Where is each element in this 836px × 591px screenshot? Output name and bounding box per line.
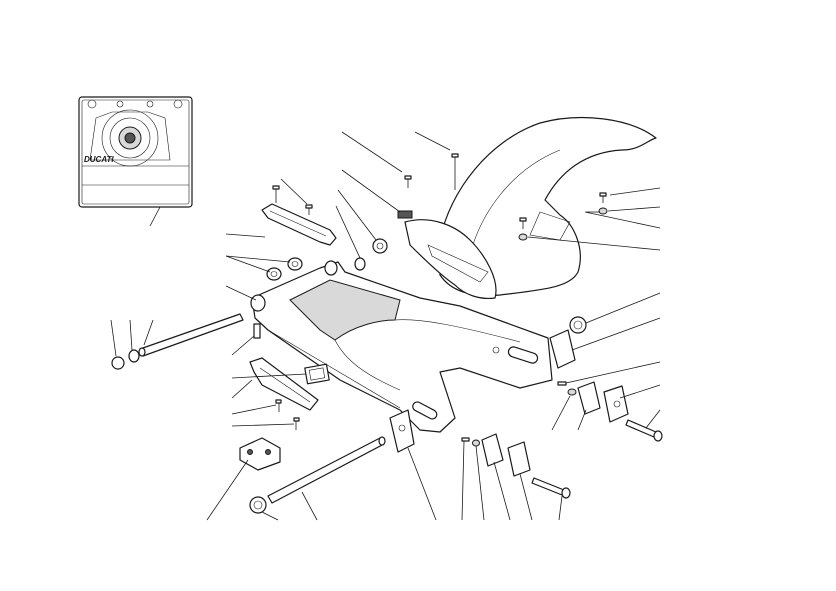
pivot-shaft xyxy=(138,313,244,357)
rear-axle xyxy=(267,436,386,504)
cap-icon xyxy=(111,356,125,370)
grommet-icon xyxy=(372,238,388,254)
pad-icon xyxy=(304,363,330,385)
sprocket-icon xyxy=(89,109,171,167)
screw-icon xyxy=(461,437,470,442)
washer-icon xyxy=(518,233,528,241)
adjuster-block xyxy=(603,385,629,423)
nut-icon xyxy=(249,496,267,514)
screw-icon xyxy=(451,153,459,190)
bracket-plate xyxy=(549,329,576,369)
screw-icon xyxy=(404,175,412,188)
adjuster-block xyxy=(507,441,531,477)
rear-mudguard xyxy=(397,116,657,300)
screw-icon xyxy=(557,381,567,386)
washer-icon xyxy=(472,439,480,447)
adjuster-block xyxy=(577,381,601,415)
screw-icon xyxy=(293,417,300,430)
sprocket-cover-inset: DUCATI xyxy=(78,96,193,208)
adjuster-block xyxy=(481,433,504,467)
bolt-icon xyxy=(253,323,261,339)
washer-icon xyxy=(567,388,577,396)
washer-icon xyxy=(266,267,282,281)
chain-slider-upper xyxy=(261,203,337,246)
screw-icon xyxy=(272,185,280,203)
washer-icon xyxy=(287,257,303,271)
washer-icon xyxy=(598,207,608,215)
screw-icon xyxy=(519,217,527,229)
grommet-icon xyxy=(354,257,366,271)
bracket-plate xyxy=(389,409,415,453)
chain-slider-lower xyxy=(249,357,319,411)
ducati-logo: DUCATI xyxy=(84,155,114,164)
screw-icon xyxy=(599,192,607,203)
chain-link-icon xyxy=(239,437,281,471)
leader-lines xyxy=(110,131,661,521)
screw-icon xyxy=(305,204,313,215)
swingarm xyxy=(250,260,553,433)
leader-line xyxy=(149,206,161,227)
bolt-icon xyxy=(531,477,571,499)
bushing-icon xyxy=(569,316,587,334)
washer-icon xyxy=(128,349,140,363)
bolt-icon xyxy=(625,419,663,442)
screw-icon xyxy=(275,399,282,412)
